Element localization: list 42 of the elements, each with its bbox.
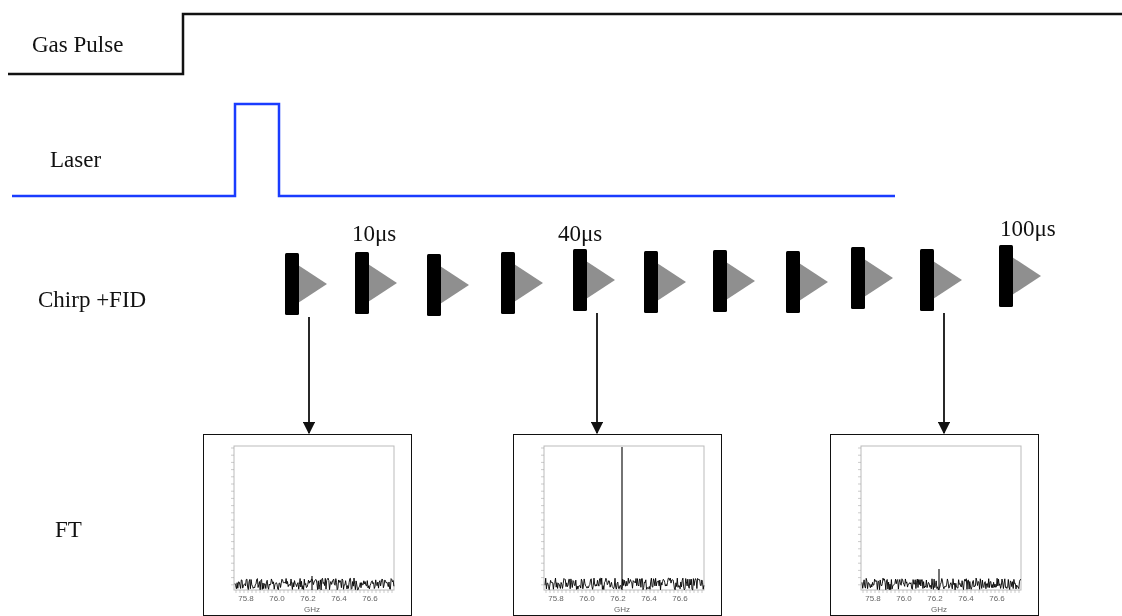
axis-tick-label: 76.6 <box>672 595 688 603</box>
axis-tick-label: 76.4 <box>331 595 347 603</box>
chirp-pulse-marker <box>999 245 1041 307</box>
chirp-pulse-marker <box>427 254 469 316</box>
signal-label: Gas Pulse <box>32 33 124 56</box>
arrow <box>302 316 316 435</box>
time-label: 10μs <box>352 222 397 245</box>
spectrum-plot-panel <box>830 434 1039 616</box>
chirp-pulse-marker <box>355 252 397 314</box>
axis-tick-label: 76.2 <box>927 595 943 603</box>
arrow <box>590 312 604 435</box>
axis-tick-label: 75.8 <box>548 595 564 603</box>
axis-tick-label: 76.0 <box>579 595 595 603</box>
chirp-pulse-marker <box>786 251 828 313</box>
axis-title: GHz <box>304 606 320 614</box>
chirp-pulse-marker <box>851 247 893 309</box>
chirp-pulse-marker <box>713 250 755 312</box>
axis-tick-label: 76.0 <box>896 595 912 603</box>
chirp-pulse-marker <box>501 252 543 314</box>
axis-tick-label: 76.2 <box>610 595 626 603</box>
axis-tick-label: 76.4 <box>958 595 974 603</box>
axis-tick-label: 76.2 <box>300 595 316 603</box>
axis-tick-label: 76.6 <box>362 595 378 603</box>
time-label: 40μs <box>558 222 603 245</box>
spectrum-plot-panel <box>203 434 412 616</box>
signal-label: Laser <box>50 148 102 171</box>
chirp-pulse-marker <box>920 249 962 311</box>
axis-title: GHz <box>931 606 947 614</box>
chirp-pulse-marker <box>285 253 327 315</box>
axis-tick-label: 76.0 <box>269 595 285 603</box>
arrow <box>937 312 951 435</box>
axis-tick-label: 76.4 <box>641 595 657 603</box>
axis-title: GHz <box>614 606 630 614</box>
signal-label: Chirp +FID <box>38 288 147 311</box>
axis-tick-label: 76.6 <box>989 595 1005 603</box>
time-label: 100μs <box>1000 217 1056 240</box>
chirp-pulse-marker <box>644 251 686 313</box>
axis-tick-label: 75.8 <box>865 595 881 603</box>
signal-label: FT <box>55 518 82 541</box>
chirp-pulse-marker <box>573 249 615 311</box>
spectrum-plot-panel <box>513 434 722 616</box>
axis-tick-label: 75.8 <box>238 595 254 603</box>
